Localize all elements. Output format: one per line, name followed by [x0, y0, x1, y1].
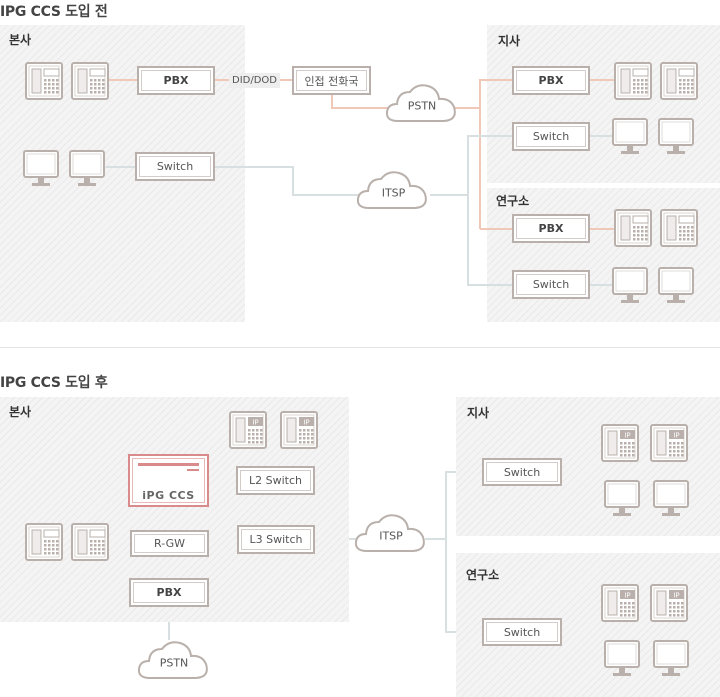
after-title: IPG CCS 도입 후: [0, 375, 108, 391]
after-branch-zone: [456, 397, 720, 536]
after-itsp-label: ITSP: [379, 529, 403, 543]
before-title: IPG CCS 도입 전: [0, 4, 108, 20]
svg-text:IP: IP: [673, 592, 679, 600]
did-dod-label: DID/DOD: [229, 73, 280, 88]
after-hq-pbx: PBX: [129, 578, 209, 607]
monitor-icon: [658, 267, 694, 309]
cloud-icon: [354, 514, 425, 552]
ip-phone-icon: IP: [601, 584, 639, 626]
svg-text:IP: IP: [252, 419, 258, 427]
before-lab-switch: Switch: [512, 270, 590, 299]
phone-icon: [660, 62, 698, 104]
after-branch-label: 지사: [467, 406, 490, 420]
before-branch-zone: [487, 25, 720, 183]
phone-icon: [71, 523, 109, 565]
r-gw: R-GW: [130, 530, 209, 557]
phone-icon: [614, 209, 652, 251]
after-lab-switch: Switch: [482, 618, 562, 646]
l3-switch: L3 Switch: [237, 525, 315, 554]
monitor-icon: [658, 118, 694, 160]
svg-text:IP: IP: [303, 419, 309, 427]
before-branch-label: 지사: [498, 34, 521, 48]
ipg-front-bar: [138, 463, 199, 466]
after-itsp-cloud: ITSP: [353, 510, 429, 555]
before-lab-label: 연구소: [496, 194, 530, 208]
section-divider: [0, 347, 720, 348]
monitor-icon: [23, 150, 59, 192]
phone-icon: [614, 62, 652, 104]
before-pstn-cloud: PSTN: [384, 80, 460, 125]
ip-phone-icon: IP: [650, 424, 688, 466]
ip-phone-icon: IP: [229, 411, 267, 453]
before-hq-pbx: PBX: [137, 66, 215, 95]
ip-phone-icon: IP: [280, 411, 318, 453]
after-hq-label: 본사: [9, 405, 32, 419]
svg-text:IP: IP: [673, 432, 679, 440]
before-itsp-label: ITSP: [381, 186, 406, 200]
l2-switch: L2 Switch: [236, 466, 315, 495]
ipg-ccs-label: iPG CCS: [142, 489, 195, 502]
after-branch-switch: Switch: [482, 458, 562, 486]
monitor-icon: [612, 267, 648, 309]
ipg-front-led: [187, 469, 199, 471]
ip-phone-icon: IP: [601, 424, 639, 466]
phone-icon: [660, 209, 698, 251]
monitor-icon: [69, 150, 105, 192]
ipg-ccs-appliance: iPG CCS: [128, 454, 209, 507]
monitor-icon: [604, 480, 640, 522]
before-hq-switch: Switch: [135, 152, 215, 181]
phone-icon: [25, 62, 63, 104]
monitor-icon: [653, 480, 689, 522]
phone-icon: [25, 523, 63, 565]
monitor-icon: [604, 640, 640, 682]
svg-text:IP: IP: [624, 432, 630, 440]
before-branch-pbx: PBX: [512, 66, 590, 95]
ip-phone-icon: IP: [650, 584, 688, 626]
cloud-icon: [356, 171, 427, 209]
cloud-icon: [385, 84, 456, 122]
before-hq-label: 본사: [9, 33, 32, 47]
svg-text:IP: IP: [624, 592, 630, 600]
exchange-office: 인접 전화국: [292, 66, 371, 95]
before-pstn-label: PSTN: [407, 99, 437, 113]
monitor-icon: [612, 118, 648, 160]
after-pstn-cloud: PSTN: [136, 637, 212, 682]
before-itsp-cloud: ITSP: [355, 167, 432, 212]
cloud-icon: [137, 641, 208, 679]
before-branch-switch: Switch: [512, 122, 590, 151]
phone-icon: [71, 62, 109, 104]
monitor-icon: [653, 640, 689, 682]
after-pstn-label: PSTN: [159, 656, 189, 670]
before-lab-pbx: PBX: [512, 214, 590, 243]
after-lab-label: 연구소: [466, 568, 500, 582]
